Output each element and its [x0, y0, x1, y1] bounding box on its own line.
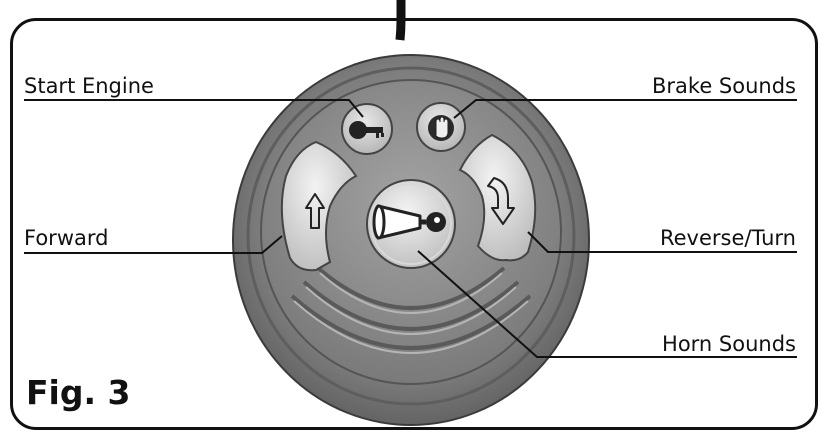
leader-horn-sounds — [417, 250, 797, 358]
cable — [395, 0, 406, 41]
leader-reverse-turn — [527, 231, 797, 253]
label-reverse-turn: Reverse/Turn — [659, 226, 796, 250]
hand-stop-icon — [435, 116, 449, 139]
leader-lines — [24, 99, 797, 358]
turn-arrow-icon — [487, 177, 515, 225]
label-horn-sounds: Horn Sounds — [662, 332, 796, 356]
leader-forward — [24, 235, 283, 254]
forward-button — [280, 140, 358, 272]
key-icon — [349, 121, 384, 139]
grooves — [290, 266, 532, 350]
label-forward: Forward — [24, 226, 109, 250]
label-start-engine: Start Engine — [24, 74, 154, 98]
horn-icon — [372, 204, 446, 240]
label-brake-sounds: Brake Sounds — [652, 74, 796, 98]
outer-ring-rim — [246, 66, 576, 406]
figure-caption: Fig. 3 — [26, 373, 131, 412]
leader-start-engine — [24, 99, 364, 118]
leader-brake-sounds — [453, 99, 797, 119]
up-arrow-icon — [305, 193, 325, 229]
